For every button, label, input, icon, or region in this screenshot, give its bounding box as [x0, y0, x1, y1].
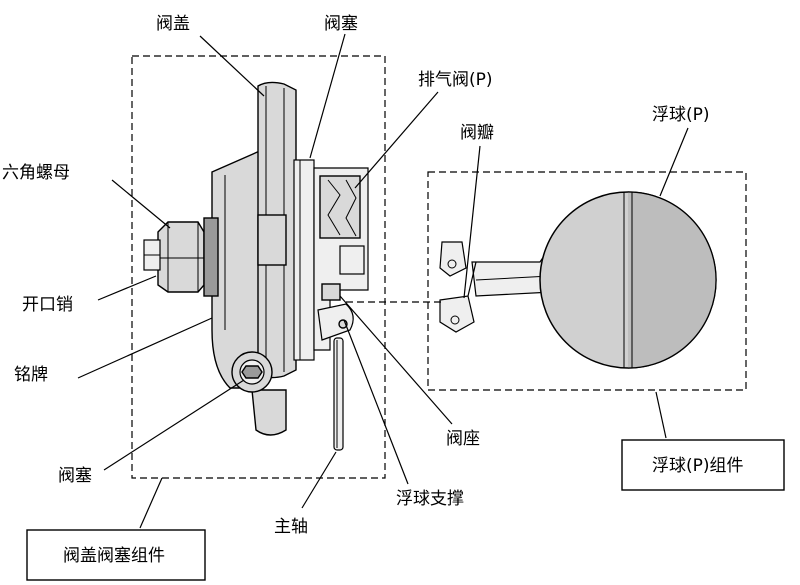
label-valve-seat: 阀座	[446, 429, 480, 449]
float-assembly-boundary	[427, 171, 747, 391]
label-hex-nut: 六角螺母	[2, 163, 70, 183]
label-cover-plug-assembly: 阀盖阀塞组件	[63, 546, 165, 566]
leader-valve-flap	[463, 145, 481, 299]
label-cotter-pin: 开口销	[22, 295, 73, 315]
main-shaft-drawing	[333, 337, 344, 451]
hex-nut-drawing	[157, 217, 219, 297]
valve-plug-body	[313, 167, 369, 351]
float-assembly-label-box	[621, 439, 785, 491]
label-valve-flap: 阀瓣	[460, 123, 494, 143]
leader-main-shaft	[301, 451, 337, 509]
leader-cover-plug-assembly	[139, 477, 163, 529]
valve-plug-bolt	[231, 351, 273, 393]
label-valve-plug-top: 阀塞	[324, 14, 358, 34]
leader-valve-cover	[199, 35, 265, 97]
leader-exhaust-valve	[354, 91, 439, 189]
leader-cotter-pin	[97, 275, 157, 301]
leader-float-ball	[659, 127, 689, 197]
float-support-drawing	[317, 303, 354, 341]
leader-valve-plug-top	[309, 33, 346, 159]
label-exhaust-valve: 排气阀(P)	[418, 70, 493, 90]
label-float-support: 浮球支撑	[396, 489, 464, 509]
label-main-shaft: 主轴	[274, 517, 308, 537]
cover-plug-assembly-label-box	[26, 529, 206, 581]
float-ball-drawing	[539, 191, 717, 369]
leader-valve-plug-bottom	[103, 379, 245, 471]
leader-float-support	[343, 319, 409, 485]
cover-plug-assembly-boundary	[131, 55, 386, 479]
leader-float-assembly	[655, 391, 667, 439]
label-float-assembly: 浮球(P)组件	[652, 456, 744, 476]
label-valve-cover: 阀盖	[156, 14, 190, 34]
label-float-ball: 浮球(P)	[652, 105, 710, 125]
leader-valve-seat	[339, 295, 453, 425]
label-nameplate: 铭牌	[14, 365, 48, 385]
cotter-pin-drawing	[143, 239, 161, 271]
leader-nameplate	[77, 317, 213, 379]
leader-hex-nut	[111, 179, 171, 229]
label-valve-plug-bottom: 阀塞	[58, 466, 92, 486]
